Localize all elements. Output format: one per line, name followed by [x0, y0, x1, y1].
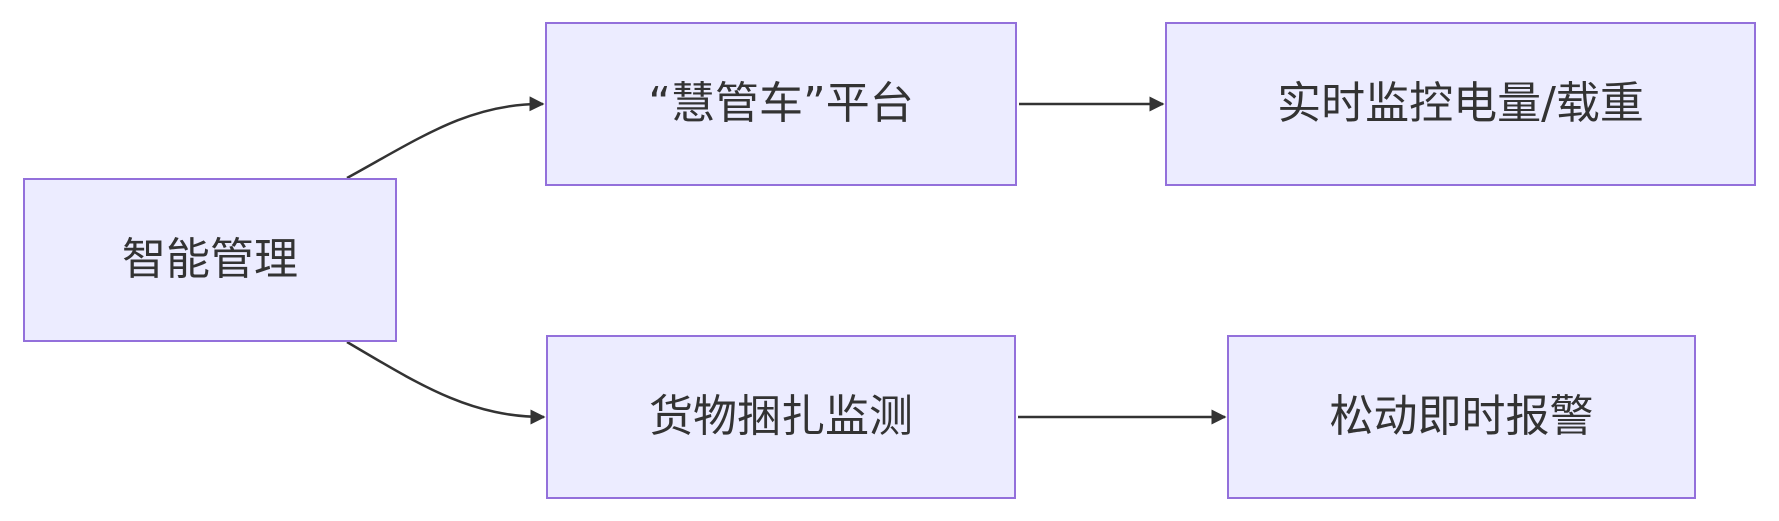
node-loose-alarm: 松动即时报警	[1227, 335, 1696, 499]
node-label: 松动即时报警	[1329, 391, 1594, 442]
node-label: 智能管理	[122, 234, 298, 285]
node-smart-management: 智能管理	[23, 178, 397, 342]
edge-root-to-cargo	[346, 340, 546, 425]
node-cargo-strapping-monitoring: 货物捆扎监测	[546, 335, 1016, 499]
edge-root-to-platform	[346, 96, 545, 180]
node-realtime-monitoring: 实时监控电量/载重	[1165, 22, 1756, 186]
node-label: 实时监控电量/载重	[1277, 78, 1644, 129]
node-huiguanche-platform: “慧管车”平台	[545, 22, 1017, 186]
node-label: 货物捆扎监测	[649, 391, 913, 442]
node-label: “慧管车”平台	[648, 78, 914, 129]
